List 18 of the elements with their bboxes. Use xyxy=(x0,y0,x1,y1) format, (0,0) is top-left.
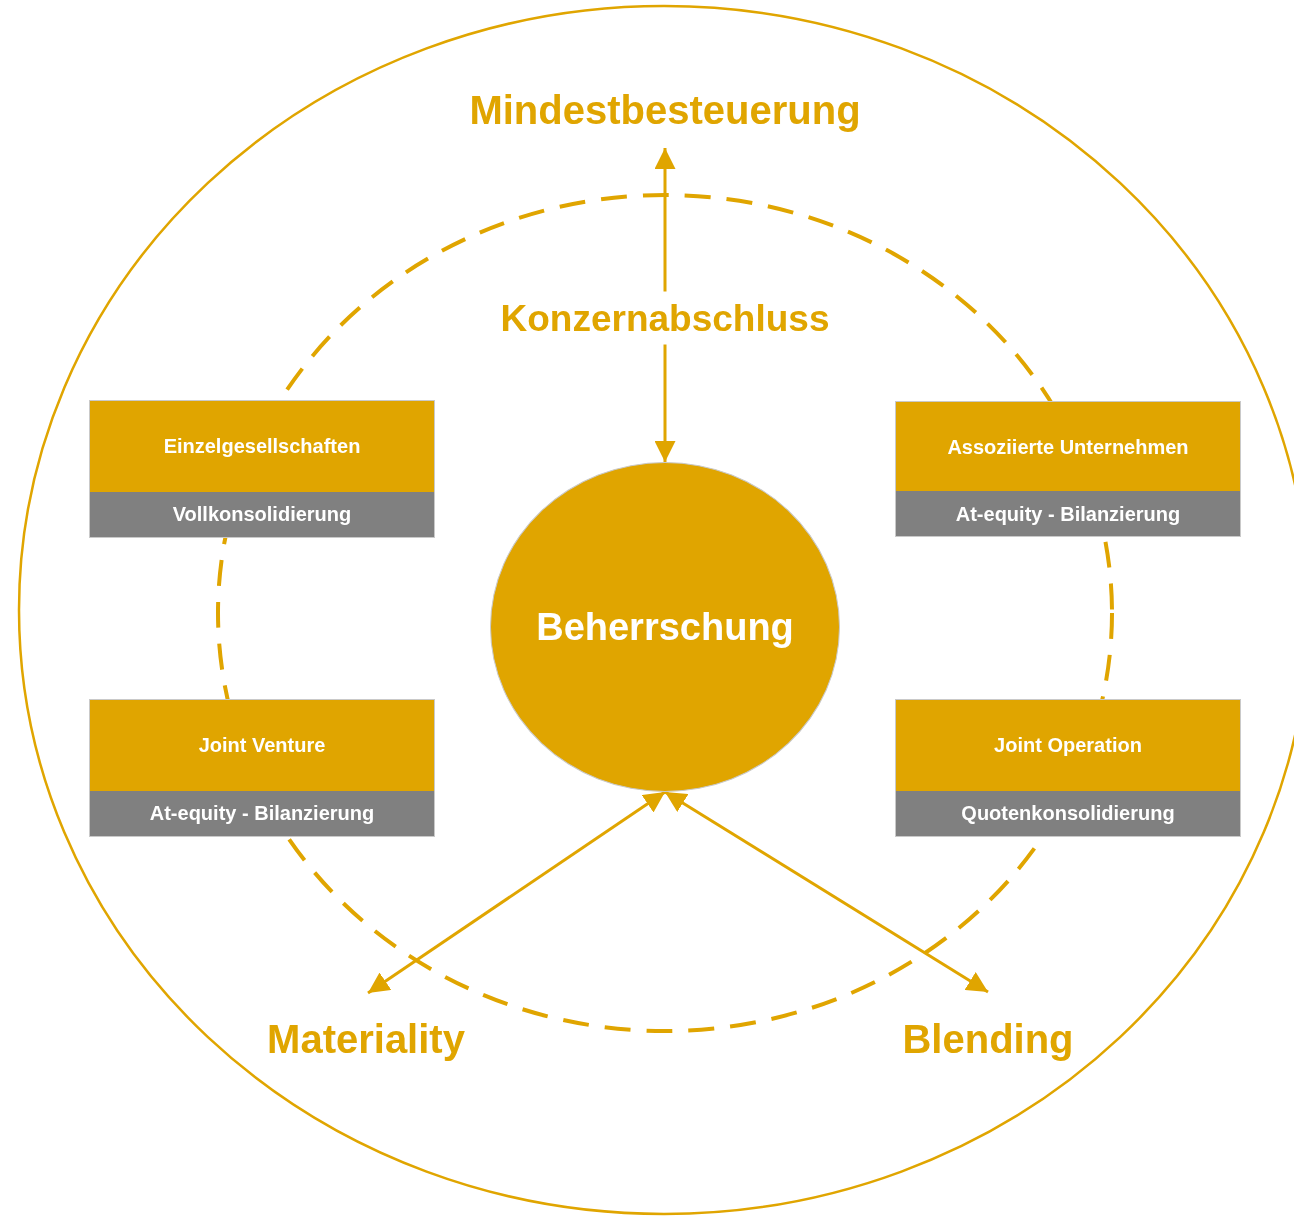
category-card xyxy=(895,401,1241,537)
category-card xyxy=(895,699,1241,837)
heading-text: Mindestbesteuerung xyxy=(440,72,890,148)
card-header: Assoziierte Unternehmen xyxy=(896,402,1240,492)
category-card xyxy=(89,699,435,837)
category-card xyxy=(89,400,435,538)
node-title: Beherrschung xyxy=(536,604,794,650)
card-subheader: At-equity - Bilanzierung xyxy=(896,491,1240,536)
card-header: Einzelgesellschaften xyxy=(90,401,434,492)
card-subheader: At-equity - Bilanzierung xyxy=(90,790,434,836)
card-subheader: Vollkonsolidierung xyxy=(90,491,434,537)
double-arrow xyxy=(367,790,666,995)
card-header: Joint Venture xyxy=(90,700,434,791)
double-arrow xyxy=(664,790,989,994)
card-header: Joint Operation xyxy=(896,700,1240,791)
heading-text: Materiality xyxy=(250,1012,482,1066)
heading-text: Blending xyxy=(878,1012,1098,1066)
card-subheader: Quotenkonsolidierung xyxy=(896,790,1240,836)
